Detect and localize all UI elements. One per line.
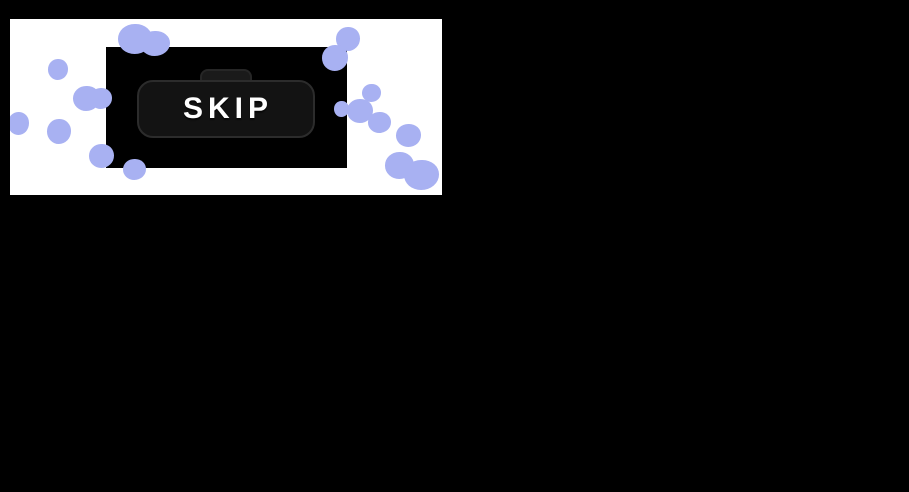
- paint-blob[interactable]: [404, 160, 439, 190]
- paint-blob[interactable]: [140, 31, 170, 56]
- skip-button-label: SKIP: [182, 92, 274, 125]
- paint-blob[interactable]: [396, 124, 421, 147]
- paint-blob[interactable]: [362, 84, 381, 102]
- paint-blob[interactable]: [48, 59, 68, 80]
- paint-blob[interactable]: [123, 159, 146, 180]
- game-scene: SKIP: [106, 47, 347, 168]
- game-viewport: SKIP: [10, 19, 442, 195]
- skip-button[interactable]: SKIP: [137, 80, 315, 138]
- paint-blobs-layer: [10, 19, 442, 195]
- paint-blob[interactable]: [368, 112, 391, 133]
- paint-blob[interactable]: [47, 119, 71, 144]
- paint-blob[interactable]: [10, 112, 29, 135]
- paint-blob[interactable]: [322, 45, 348, 71]
- paint-blob[interactable]: [89, 144, 114, 168]
- paint-blob[interactable]: [90, 88, 112, 109]
- paint-blob[interactable]: [334, 101, 349, 117]
